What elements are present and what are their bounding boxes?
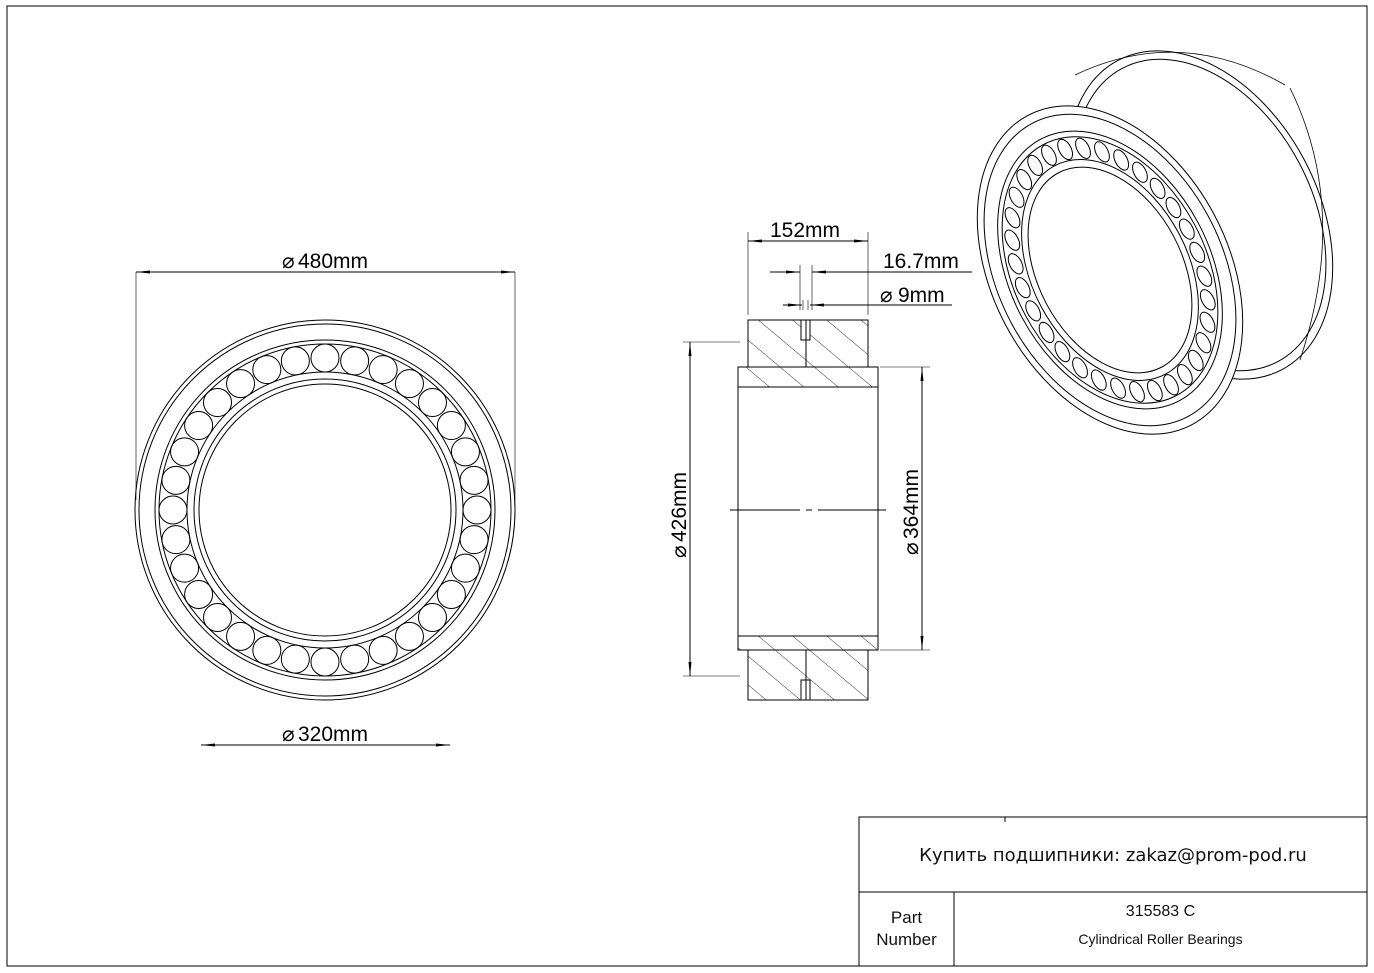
roller: [1075, 137, 1091, 159]
roller: [252, 355, 282, 385]
roller: [226, 369, 256, 399]
roller: [203, 388, 233, 418]
roller: [170, 553, 200, 583]
roller: [436, 411, 466, 441]
dim-outer-race-symbol: ⌀: [668, 545, 691, 558]
roller: [1178, 218, 1195, 240]
roller: [1176, 363, 1193, 386]
roller: [280, 346, 310, 376]
roller: [1113, 149, 1130, 171]
roller: [280, 644, 310, 674]
roller: [1054, 341, 1071, 363]
roller: [1025, 300, 1042, 322]
isometric-view: [976, 50, 1334, 435]
roller: [1004, 207, 1021, 229]
roller: [1165, 196, 1182, 219]
roller: [1090, 369, 1107, 391]
roller: [417, 602, 447, 632]
roller: [1163, 374, 1179, 396]
roller: [450, 437, 480, 467]
roller: [417, 388, 447, 418]
roller: [1189, 241, 1206, 263]
roller: [394, 369, 424, 399]
roller: [368, 355, 398, 385]
sheet-border: [6, 5, 1368, 967]
roller: [310, 647, 340, 677]
front-dimension-bore: ⌀ 320mm: [201, 723, 450, 747]
roller: [1038, 321, 1055, 344]
roller: [459, 525, 489, 555]
roller: [459, 465, 489, 495]
roller: [203, 602, 233, 632]
dim-outer-race-diameter: 426mm: [668, 472, 691, 542]
part-type: Cylindrical Roller Bearings: [1078, 931, 1243, 947]
roller: [1146, 379, 1163, 402]
roller: [1149, 177, 1166, 199]
roller: [1004, 229, 1021, 251]
roller: [340, 346, 370, 376]
part-label-line1: Part: [890, 908, 923, 927]
dim-hole-diameter-symbol: ⌀: [880, 284, 893, 307]
roller: [184, 579, 214, 609]
roller: [1016, 168, 1033, 191]
dim-bore-diameter-symbol: ⌀: [282, 723, 295, 746]
roller: [161, 525, 191, 555]
dim-groove-width: 16.7mm: [883, 250, 959, 273]
roller: [1057, 138, 1074, 161]
contact-text: Купить подшипники: zakaz@prom-pod.ru: [919, 845, 1307, 866]
front-dimension-outer: ⌀ 480mm: [135, 250, 516, 500]
roller: [1014, 277, 1031, 299]
part-label-line2: Number: [876, 930, 937, 949]
roller: [394, 621, 424, 651]
dim-hole-diameter: 9mm: [898, 284, 945, 307]
roller: [462, 495, 492, 525]
roller: [1041, 144, 1057, 166]
roller: [161, 465, 191, 495]
roller: [1007, 253, 1024, 275]
title-block: [858, 816, 1368, 967]
dim-outer-diameter-symbol: ⌀: [282, 250, 295, 273]
roller: [1199, 289, 1216, 311]
roller: [1187, 349, 1204, 372]
roller: [1132, 161, 1148, 183]
roller: [184, 411, 214, 441]
roller: [1027, 154, 1044, 177]
roller: [436, 579, 466, 609]
roller: [1195, 332, 1212, 354]
roller: [1199, 311, 1216, 333]
roller: [1094, 141, 1110, 163]
dim-width: 152mm: [770, 219, 840, 242]
roller: [1129, 381, 1145, 403]
roller: [170, 437, 200, 467]
roller: [368, 635, 398, 665]
dim-inner-race-symbol: ⌀: [900, 542, 923, 555]
roller: [1008, 186, 1025, 208]
roller: [1196, 265, 1213, 287]
section-view: [730, 319, 886, 701]
dim-outer-diameter: 480mm: [298, 250, 368, 273]
section-dimensions: [683, 232, 972, 677]
roller: [226, 621, 256, 651]
roller: [252, 635, 282, 665]
dim-bore-diameter: 320mm: [298, 723, 368, 746]
dim-inner-race-diameter: 364mm: [900, 469, 923, 539]
part-number: 315583 C: [1125, 903, 1196, 920]
roller: [340, 644, 370, 674]
front-view: [134, 319, 516, 701]
part-label: Part Number: [859, 908, 954, 950]
roller: [158, 495, 188, 525]
roller: [1072, 357, 1088, 379]
roller: [1110, 377, 1126, 399]
roller: [450, 553, 480, 583]
roller: [310, 343, 340, 373]
